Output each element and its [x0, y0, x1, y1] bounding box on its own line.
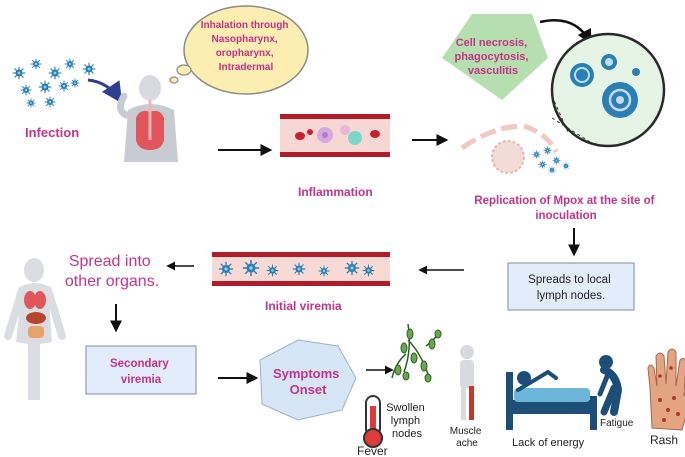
swollen-line-3: nodes [392, 428, 422, 440]
spreads-local-box [507, 262, 635, 311]
swollen-line-2: lymph [391, 415, 420, 427]
spreads-local-line-2: lymph nodes. [537, 290, 605, 302]
symptoms-onset-line-1: Symptoms [273, 366, 339, 381]
muscle-ache-icon [460, 345, 474, 420]
inflamed-vessel-icon [280, 114, 390, 157]
spread-organs-line-2: other organs. [65, 273, 159, 290]
fatigue-label: Fatigue [600, 418, 634, 429]
inhalation-text: Inhalation through Nasopharynx, orophary… [201, 20, 292, 73]
fatigue-icon [597, 355, 623, 416]
cell-necrosis-line-1: Cell necrosis, [456, 37, 528, 49]
replication-line-2: inoculation [535, 210, 596, 222]
cell-necrosis-text: Cell necrosis, phagocytosis, vasculitis [454, 37, 531, 77]
symptoms-onset-text: Symptoms Onset [273, 366, 343, 397]
replication-line-1: Replication of Mpox at the site of [474, 195, 654, 207]
spread-organs-text: Spread into other organs. [65, 253, 159, 290]
symptoms-onset-heptagon [259, 339, 357, 421]
symptoms-onset-line-2: Onset [290, 382, 328, 397]
cell-necrosis-pentagon [442, 14, 548, 100]
replication-text: Replication of Mpox at the site of inocu… [474, 195, 657, 222]
inhalation-bubble [169, 5, 309, 95]
spreads-local-line-1: Spreads to local [528, 274, 610, 286]
cell-necrosis-line-3: vasculitis [468, 65, 518, 77]
virus-cluster-icon [12, 58, 96, 108]
bed-icon [506, 369, 597, 430]
human-organs-icon [4, 258, 66, 400]
inhalation-line-1: Inhalation through [201, 20, 289, 31]
lack-energy-label: Lack of energy [512, 437, 585, 449]
inhalation-line-4: Intradermal [219, 62, 274, 73]
muscle-line-1: Muscle [450, 426, 482, 437]
inhale-arrow [87, 78, 123, 104]
initial-viremia-label: Initial viremia [265, 299, 342, 313]
inflammation-label: Inflammation [298, 185, 373, 199]
muscle-line-2: ache [456, 438, 478, 449]
replication-site-icon [460, 123, 570, 174]
swollen-line-1: Swollen [386, 402, 425, 414]
fever-label: Fever [357, 444, 388, 457]
swollen-lymph-text: Swollen lymph nodes [386, 402, 428, 440]
viremia-vessel-icon [212, 252, 390, 286]
secondary-viremia-box [85, 345, 197, 395]
infected-cell-circle [550, 32, 666, 148]
muscle-ache-text: Muscle ache [450, 426, 484, 449]
rash-hand-icon [647, 348, 685, 431]
secondary-viremia-text: Secondary viremia [110, 358, 172, 386]
zoom-line-upper [551, 95, 569, 133]
spreads-local-text: Spreads to local lymph nodes. [528, 274, 614, 302]
person-lungs-icon [117, 75, 178, 162]
secondary-viremia-line-2: viremia [121, 374, 162, 386]
thermometer-icon [363, 395, 383, 448]
inhalation-line-3: oropharynx, [216, 48, 274, 59]
infection-label: Infection [25, 125, 79, 140]
inhalation-line-2: Nasopharynx, [212, 34, 278, 45]
secondary-viremia-line-1: Secondary [110, 358, 169, 370]
spread-organs-line-1: Spread into [69, 253, 151, 270]
zoom-line-lower [551, 117, 591, 143]
lymph-nodes-icon [391, 323, 442, 383]
rash-label: Rash [650, 433, 678, 447]
arrow-into-cell [539, 19, 592, 45]
cell-necrosis-line-2: phagocytosis, [454, 51, 528, 63]
